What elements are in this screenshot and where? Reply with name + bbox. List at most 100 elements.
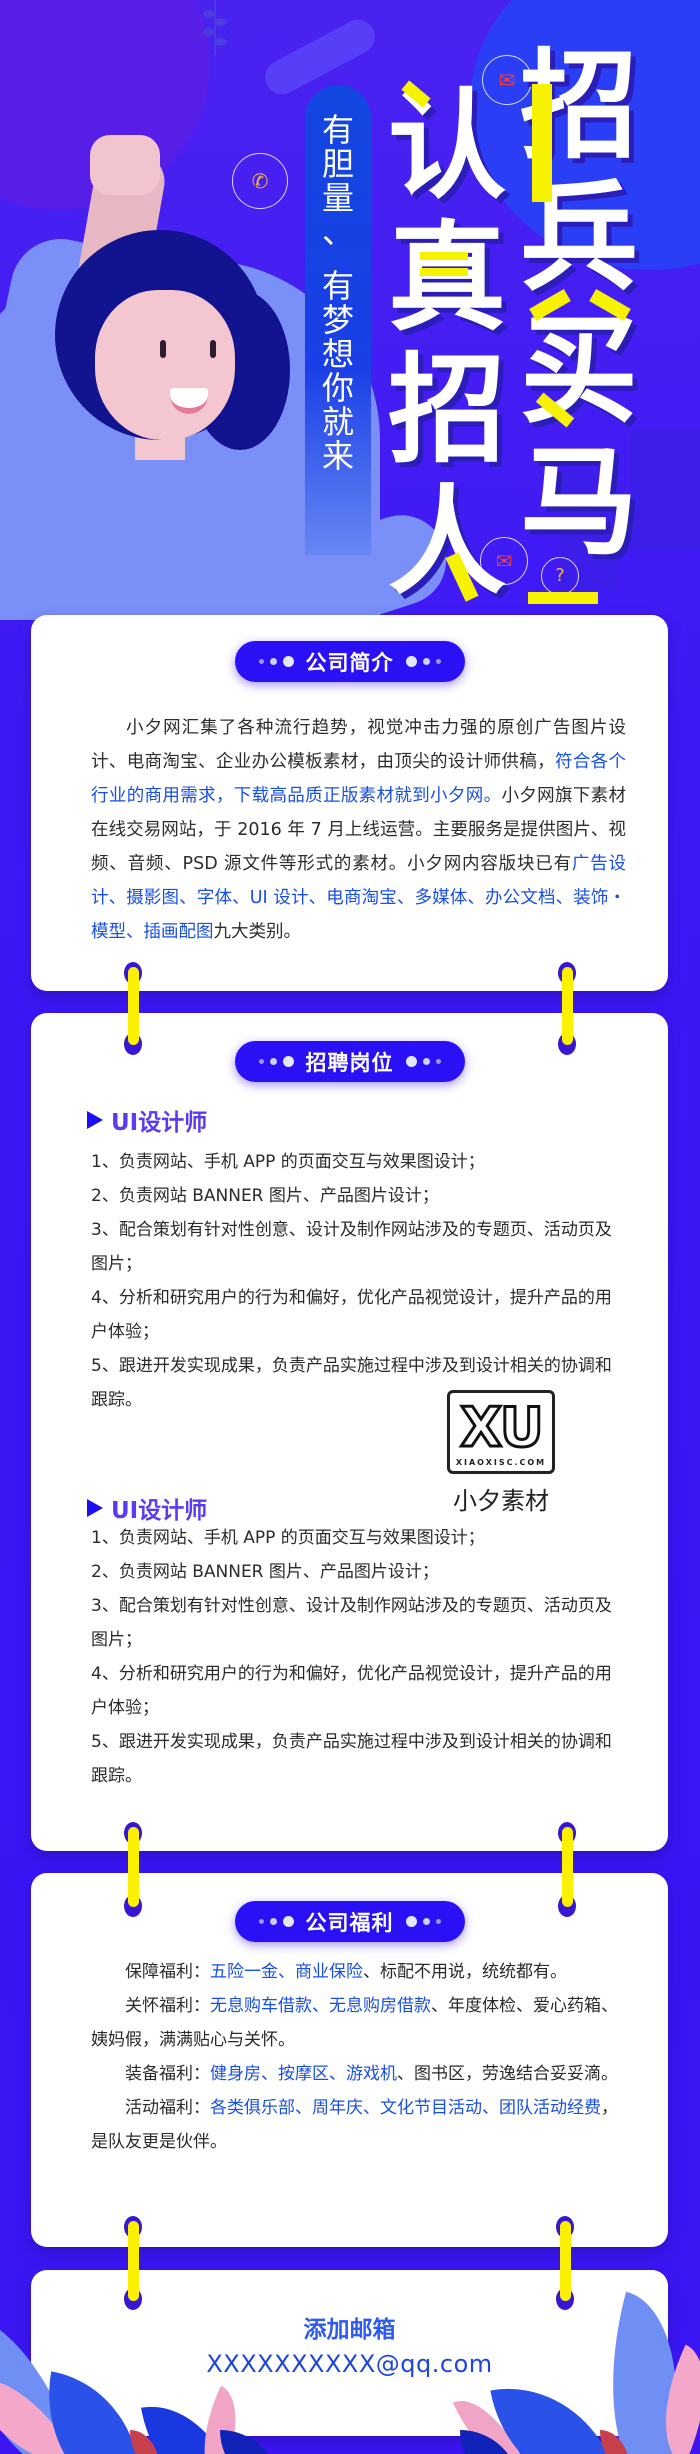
leaf-sprig-icon [203,0,227,55]
phone-icon: ✆ [251,169,269,193]
highlight-stroke [532,84,552,202]
job-positions-card: 招聘岗位 UI设计师 1、负责网站、手机 APP 的页面交互与效果图设计； 2、… [31,1013,668,1851]
intro-text: 小夕网汇集了各种流行趋势，视觉冲击力强的原创广告图片设计、电商淘宝、企业办公模板… [91,718,626,772]
welfare-text: ，是队友更是伙伴。 [91,2098,618,2152]
welfare-label: 装备福利： [125,2064,210,2084]
slogan-char: 有 [321,267,354,305]
title-char: 人 [388,473,507,611]
job-duty: 5、跟进开发实现成果，负责产品实施过程中涉及到设计相关的协调和跟踪。 [91,1732,612,1786]
title-char: 认 [388,77,507,215]
connector-rod [128,967,139,1045]
welfare-row: 保障福利：五险一金、商业保险、标配不用说，统统都有。 [91,1955,620,1989]
job-duty: 4、分析和研究用户的行为和偏好，优化产品视觉设计，提升产品的用户体验； [91,1664,612,1718]
job-duty: 2、负责网站 BANNER 图片、产品图片设计； [91,1186,439,1206]
slogan-char: 来 [321,437,354,475]
title-char: 买 [520,301,639,439]
intro-paragraph: 小夕网汇集了各种流行趋势，视觉冲击力强的原创广告图片设计、电商淘宝、企业办公模板… [91,711,626,949]
contact-email[interactable]: XXXXXXXXXX@qq.com [206,2350,493,2378]
company-welfare-card: 公司福利 保障福利：五险一金、商业保险、标配不用说，统统都有。 关怀福利：无息购… [31,1873,668,2247]
section-heading-pill: 公司简介 [234,641,465,682]
title-char: 真 [388,209,507,347]
envelope-bubble: ✉ [482,55,532,105]
job-duty: 4、分析和研究用户的行为和偏好，优化产品视觉设计，提升产品的用户体验； [91,1288,612,1342]
job-title: UI设计师 [87,1491,207,1525]
slogan-char: 有 [321,111,354,149]
intro-text: 小夕网旗下素材在线交易网站，于 2016 年 7 月上线运营。主要服务是提供图片… [91,786,627,874]
job-duty: 3、配合策划有针对性创意、设计及制作网站涉及的专题页、活动页及图片； [91,1596,612,1650]
job-duties-list: 1、负责网站、手机 APP 的页面交互与效果图设计； 2、负责网站 BANNER… [91,1521,620,1793]
job-title: UI设计师 [87,1103,207,1137]
welfare-label: 保障福利： [125,1962,210,1982]
play-triangle-icon [87,1499,103,1517]
slogan-char: 梦 [321,301,354,339]
section-heading: 招聘岗位 [305,1050,394,1075]
welfare-text: 、标配不用说，统统都有。 [363,1962,567,1982]
welfare-row: 关怀福利：无息购车借款、无息购房借款、年度体检、爱心药箱、姨妈假，满满贴心与关怀… [91,1989,620,2057]
job-title-text: UI设计师 [111,1110,208,1136]
welfare-highlight: 五险一金、商业保险 [210,1962,363,1982]
dots-decor-right [405,1056,441,1067]
connector-rod [562,1827,573,1907]
highlight-stroke [420,268,468,276]
dots-decor-left [258,1916,294,1927]
welfare-list: 保障福利：五险一金、商业保险、标配不用说，统统都有。 关怀福利：无息购车借款、无… [91,1955,620,2159]
welfare-text: 、年度体检、爱心药箱、姨妈假，满满贴心与关怀。 [91,1996,618,2050]
logo-mark: XU [459,1396,546,1459]
hero-banner: ✆ ✉ ✉ ? 有 胆 量 、 有 梦 想 你 就 来 认 真 招 [0,0,700,620]
connector-rod [128,1827,139,1907]
intro-text: 九大类别。 [213,922,302,942]
highlight-stroke [528,592,598,604]
connector-rod [128,2221,139,2301]
section-heading: 公司福利 [305,1910,394,1935]
envelope-bubble: ✉ [480,537,528,585]
envelope-icon: ✉ [498,68,516,92]
play-triangle-icon [87,1111,103,1129]
xiaoxi-logo: XU XIAOXISC.COM [447,1390,555,1474]
contact-title: 添加邮箱 [303,2317,396,2343]
job-title-text: UI设计师 [111,1498,208,1524]
connector-rod [560,2221,571,2301]
welfare-row: 装备福利：健身房、按摩区、游戏机、图书区，劳逸结合妥妥滴。 [91,2057,620,2091]
logo-url: XIAOXISC.COM [455,1458,547,1467]
job-duty: 5、跟进开发实现成果，负责产品实施过程中涉及到设计相关的协调和跟踪。 [91,1356,612,1410]
welfare-label: 关怀福利： [125,1996,210,2016]
welfare-text: 、图书区，劳逸结合妥妥滴。 [397,2064,618,2084]
job-duty: 1、负责网站、手机 APP 的页面交互与效果图设计； [91,1528,485,1548]
decor-streak [259,13,381,101]
cheering-person-illustration [0,120,458,620]
job-duty: 3、配合策划有针对性创意、设计及制作网站涉及的专题页、活动页及图片； [91,1220,612,1274]
welfare-highlight: 各类俱乐部、周年庆、文化节目活动、团队活动经费 [210,2098,601,2118]
section-heading-pill: 公司福利 [234,1901,465,1942]
job-duty: 1、负责网站、手机 APP 的页面交互与效果图设计； [91,1152,485,1172]
slogan-char: 、 [321,213,354,251]
question-icon: ? [555,565,565,586]
slogan-char: 就 [321,403,354,441]
company-intro-card: 公司简介 小夕网汇集了各种流行趋势，视觉冲击力强的原创广告图片设计、电商淘宝、企… [31,615,668,991]
dots-decor-right [405,1916,441,1927]
slogan-banner: 有 胆 量 、 有 梦 想 你 就 来 [305,85,371,555]
intro-highlight-text: 符合各个行业的商用需求，下载高品质正版素材就到小夕网。 [91,752,627,806]
slogan-char: 你 [321,369,354,407]
title-left-column: 认 真 招 人 [388,80,506,608]
intro-highlight-text: 广告设计、摄影图、字体、UI 设计、电商淘宝、多媒体、办公文档、装饰・模型、插画… [91,854,627,942]
slogan-char: 想 [321,335,354,373]
welfare-label: 活动福利： [125,2098,210,2118]
welfare-row: 活动福利：各类俱乐部、周年庆、文化节目活动、团队活动经费，是队友更是伙伴。 [91,2091,620,2159]
connector-rod [562,967,573,1045]
decor-building [630,430,700,550]
welfare-highlight: 健身房、按摩区、游戏机 [210,2064,397,2084]
job-duties-list: 1、负责网站、手机 APP 的页面交互与效果图设计； 2、负责网站 BANNER… [91,1145,620,1417]
envelope-icon: ✉ [495,549,513,573]
logo-name: 小夕素材 [453,1487,549,1515]
job-duty: 2、负责网站 BANNER 图片、产品图片设计； [91,1562,439,1582]
highlight-stroke [420,252,468,260]
dots-decor-left [258,1056,294,1067]
slogan-char: 胆 [321,145,354,183]
title-char: 马 [520,433,639,571]
phone-bubble: ✆ [232,153,288,209]
dots-decor-right [405,656,441,667]
section-heading: 公司简介 [305,650,394,675]
section-heading-pill: 招聘岗位 [234,1041,465,1082]
slogan-char: 量 [321,179,354,217]
